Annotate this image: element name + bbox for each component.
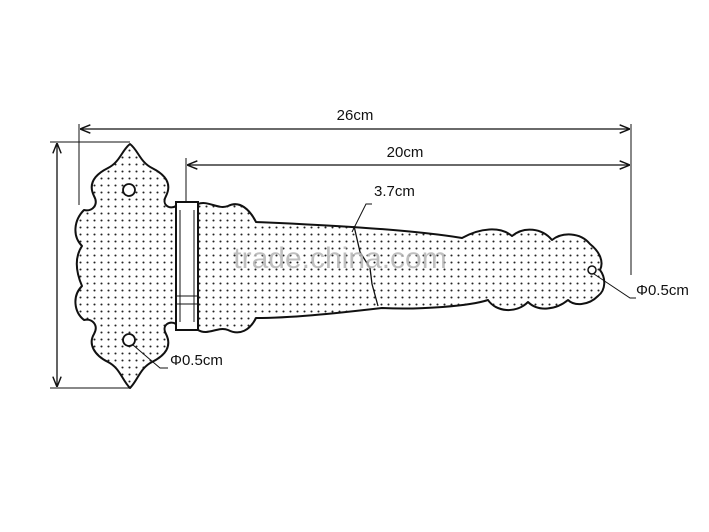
watermark: trade.china.com: [233, 242, 446, 275]
hinge-leaf-plate: [74, 143, 177, 389]
screw-hole-top: [122, 183, 136, 197]
hinge-strap: [197, 202, 606, 334]
left-hole-label: Φ0.5cm: [170, 352, 223, 369]
right-hole-label: Φ0.5cm: [636, 282, 689, 299]
overall-length-label: 26cm: [337, 107, 374, 124]
hinge-knuckle: [175, 201, 199, 331]
screw-hole-right: [587, 265, 597, 275]
strap-width-label: 3.7cm: [374, 183, 415, 200]
strap-length-label: 20cm: [387, 144, 424, 161]
screw-hole-bottom: [122, 333, 136, 347]
